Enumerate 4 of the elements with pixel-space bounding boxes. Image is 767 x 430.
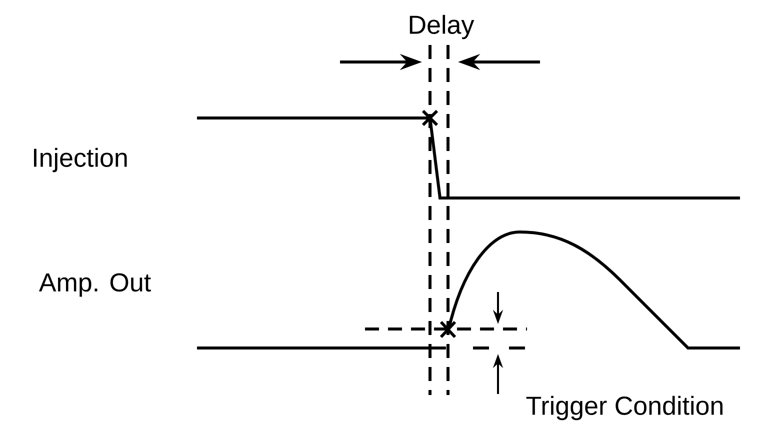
signal-label: Amp. Out xyxy=(38,273,151,297)
trigger-label: Trigger Condition xyxy=(526,396,722,420)
delay-label: Delay xyxy=(410,14,474,40)
signal-label: Injection xyxy=(34,148,127,172)
